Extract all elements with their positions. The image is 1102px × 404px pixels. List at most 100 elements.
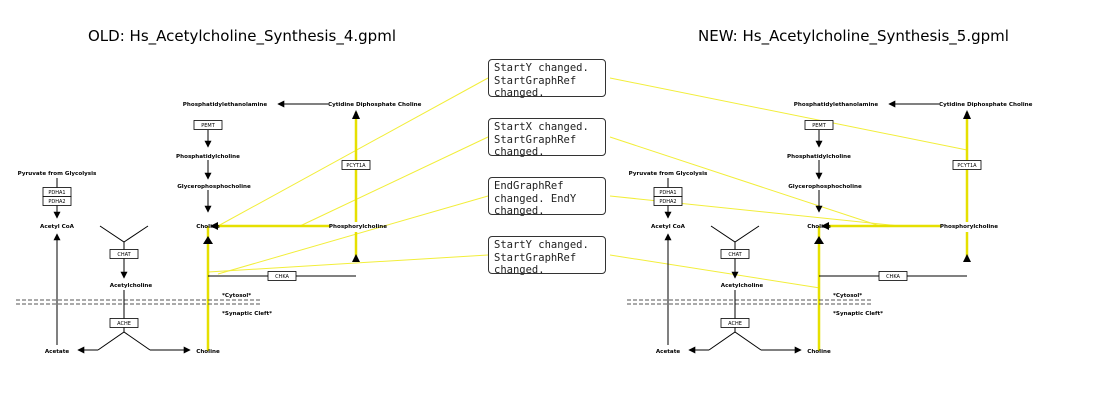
gene-box xyxy=(341,160,371,170)
metabolite-cdpc: Cytidine Diphosphate Choline xyxy=(939,102,1033,108)
metabolite-phosphorylcholine: Phosphorylcholine xyxy=(329,224,387,230)
note-line: changed. xyxy=(494,205,545,217)
gene-box xyxy=(878,271,908,281)
ache-fork xyxy=(97,331,151,351)
note-line: changed. EndY xyxy=(494,192,577,205)
metabolite-pyruvate: Pyruvate from Glycolysis xyxy=(629,171,708,177)
arrowhead xyxy=(963,110,971,119)
diff-connector xyxy=(207,254,489,273)
gene-box xyxy=(720,249,750,259)
metabolite-choline-cleft: Choline xyxy=(807,349,831,355)
note-line: StartGraphRef xyxy=(494,74,577,87)
gene-box xyxy=(109,249,139,259)
metabolite-acetylcholine: Acetylcholine xyxy=(721,283,764,289)
note-line: StartX changed. xyxy=(494,121,589,133)
chat-fork xyxy=(99,225,149,243)
metabolite-pe: Phosphatidylethanolamine xyxy=(183,102,268,108)
note-line: changed. xyxy=(494,264,545,276)
gene-pcyt1a: PCYT1A xyxy=(341,160,371,170)
diff-connector xyxy=(609,77,968,151)
gene-label: CHAT xyxy=(728,252,742,258)
compartment-cytosol: *Cytosol* xyxy=(222,293,251,299)
metabolite-acetylcoa: Acetyl CoA xyxy=(651,224,686,230)
change-note: EndGraphRef changed. EndY changed. xyxy=(488,177,606,217)
diff-connector xyxy=(299,136,489,227)
note-line: changed. xyxy=(494,146,545,158)
arrowhead xyxy=(203,236,213,244)
change-note: StartX changed. StartGraphRef changed. xyxy=(488,118,606,158)
gene-pemt: PEMT xyxy=(193,120,223,130)
gene-pdha2: PDHA2 xyxy=(42,196,72,206)
note-line: changed. xyxy=(494,87,545,99)
gene-pcyt1a: PCYT1A xyxy=(952,160,982,170)
gene-box xyxy=(267,271,297,281)
metabolite-pe: Phosphatidylethanolamine xyxy=(794,102,879,108)
compartment-synaptic-cleft: *Synaptic Cleft* xyxy=(833,311,883,317)
metabolite-phosphorylcholine: Phosphorylcholine xyxy=(940,224,998,230)
diff-connector xyxy=(217,195,489,275)
diff-connector xyxy=(217,77,489,227)
gene-chat: CHAT xyxy=(109,249,139,259)
arrowhead xyxy=(821,222,829,230)
chat-fork xyxy=(710,225,760,243)
gene-pdha1: PDHA1 xyxy=(653,187,683,197)
metabolite-acetylcholine: Acetylcholine xyxy=(110,283,153,289)
gene-pemt: PEMT xyxy=(804,120,834,130)
metabolite-pyruvate: Pyruvate from Glycolysis xyxy=(18,171,97,177)
metabolite-pc: Phosphatidylcholine xyxy=(787,154,851,160)
metabolite-pc: Phosphatidylcholine xyxy=(176,154,240,160)
gene-label: PDHA1 xyxy=(659,190,676,196)
metabolite-choline-cleft: Choline xyxy=(196,349,220,355)
note-line: StartY changed. xyxy=(494,62,589,74)
arrowhead xyxy=(814,236,824,244)
metabolite-acetylcoa: Acetyl CoA xyxy=(40,224,75,230)
gene-label: PDHA2 xyxy=(659,199,676,205)
gene-label: PCYT1A xyxy=(346,163,366,169)
metabolite-acetate: Acetate xyxy=(45,349,70,355)
gene-chka: CHKA xyxy=(878,271,908,281)
compartment-synaptic-cleft: *Synaptic Cleft* xyxy=(222,311,272,317)
metabolite-cdpc: Cytidine Diphosphate Choline xyxy=(328,102,422,108)
note-line: EndGraphRef xyxy=(494,180,564,192)
gene-label: PDHA2 xyxy=(48,199,65,205)
gene-box xyxy=(42,196,72,206)
metabolite-choline: Choline xyxy=(196,224,220,230)
arrowhead xyxy=(352,254,360,262)
gene-label: CHKA xyxy=(886,274,900,280)
gene-label: PEMT xyxy=(201,123,215,129)
gene-box xyxy=(720,318,750,328)
arrowhead xyxy=(352,110,360,119)
gene-box xyxy=(804,120,834,130)
arrowhead xyxy=(963,254,971,262)
compartment-cytosol: *Cytosol* xyxy=(833,293,862,299)
change-note: StartY changed. StartGraphRef changed. xyxy=(488,236,606,276)
gene-label: CHAT xyxy=(117,252,131,258)
gene-ache: ACHE xyxy=(109,318,139,328)
gene-label: PCYT1A xyxy=(957,163,977,169)
gene-label: PEMT xyxy=(812,123,826,129)
metabolite-choline: Choline xyxy=(807,224,831,230)
old-pathway-panel: PEMTPCYT1APDHA1PDHA2CHATCHKAACHEPhosphat… xyxy=(16,100,422,355)
gene-box xyxy=(952,160,982,170)
gene-label: CHKA xyxy=(275,274,289,280)
new-file-title: NEW: Hs_Acetylcholine_Synthesis_5.gpml xyxy=(698,27,1009,45)
gene-chka: CHKA xyxy=(267,271,297,281)
old-file-title: OLD: Hs_Acetylcholine_Synthesis_4.gpml xyxy=(88,27,396,45)
diff-connector xyxy=(609,195,901,227)
diff-connector xyxy=(609,136,881,227)
gene-label: ACHE xyxy=(728,321,742,327)
diff-connector xyxy=(609,254,821,289)
gene-chat: CHAT xyxy=(720,249,750,259)
note-line: StartGraphRef xyxy=(494,251,577,264)
change-note: StartY changed. StartGraphRef changed. xyxy=(488,59,606,99)
metabolite-gpc: Glycerophosphocholine xyxy=(177,184,251,190)
note-line: StartGraphRef xyxy=(494,133,577,146)
arrowhead xyxy=(210,222,218,230)
gene-box xyxy=(109,318,139,328)
gene-label: ACHE xyxy=(117,321,131,327)
ache-fork xyxy=(708,331,762,351)
metabolite-gpc: Glycerophosphocholine xyxy=(788,184,862,190)
